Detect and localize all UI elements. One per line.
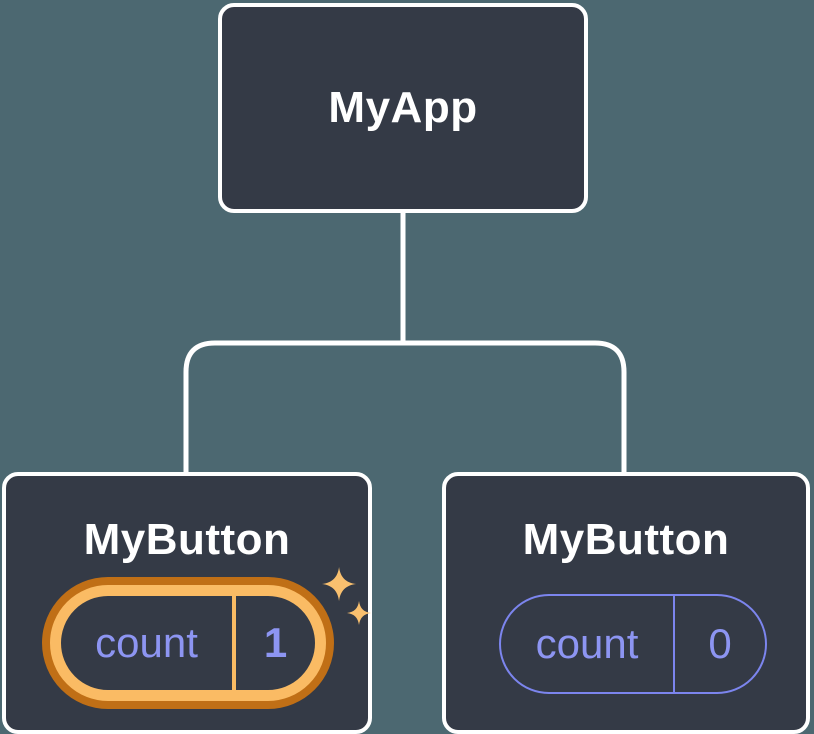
node-label: MyButton — [522, 515, 730, 564]
pill-divider — [673, 596, 675, 692]
state-value: 0 — [708, 620, 732, 667]
state-pill-highlighted: count 1 — [50, 585, 326, 701]
node-label: MyButton — [83, 515, 291, 564]
node-mybutton-initial: MyButton count 0 — [442, 472, 810, 734]
node-mybutton-updated: MyButton count 1 — [2, 472, 372, 734]
state-value: 1 — [263, 619, 288, 666]
node-myapp: MyApp — [218, 3, 588, 213]
node-label: MyApp — [328, 83, 478, 132]
pill-divider — [232, 596, 236, 690]
sparkle-icon — [322, 567, 371, 625]
state-pill: count 0 — [499, 594, 767, 694]
state-key: count — [535, 620, 639, 667]
state-key: count — [95, 619, 198, 666]
